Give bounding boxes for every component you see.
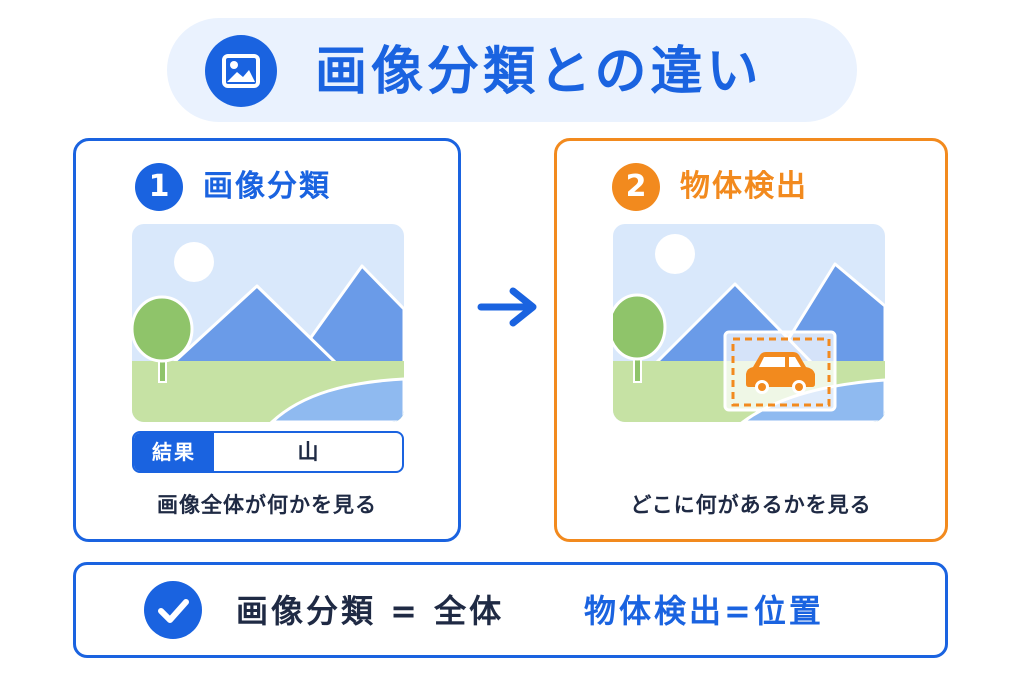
panel-title: 画像分類 [203,169,331,204]
page-title: 画像分類との違い [315,42,763,102]
car-icon [746,352,815,394]
summary-bar: 画像分類 = 全体 物体検出=位置 [73,562,948,658]
result-value: 山 [297,440,319,464]
panel-title: 物体検出 [680,169,808,204]
result-box: 結果 山 [132,431,404,473]
summary-detection-text: 物体検出=位置 [584,592,824,630]
step-number-badge: 2 [612,163,660,211]
check-icon [144,581,202,639]
result-label: 結果 [134,433,214,471]
panel-caption: どこに何があるかを見る [630,493,872,517]
panel-caption: 画像全体が何かを見る [157,493,377,517]
landscape-illustration [132,224,404,422]
landscape-illustration [613,224,885,422]
arrow-right-icon [477,287,537,327]
panel-object-detection: 2 物体検出 [554,138,948,542]
panel-image-classification: 1 画像分類 結果 山 画像全体が何かを見る [73,138,461,542]
title-banner [167,18,857,122]
summary-classification-text: 画像分類 = 全体 [236,592,505,630]
step-number-badge: 1 [135,163,183,211]
image-icon [205,35,277,107]
